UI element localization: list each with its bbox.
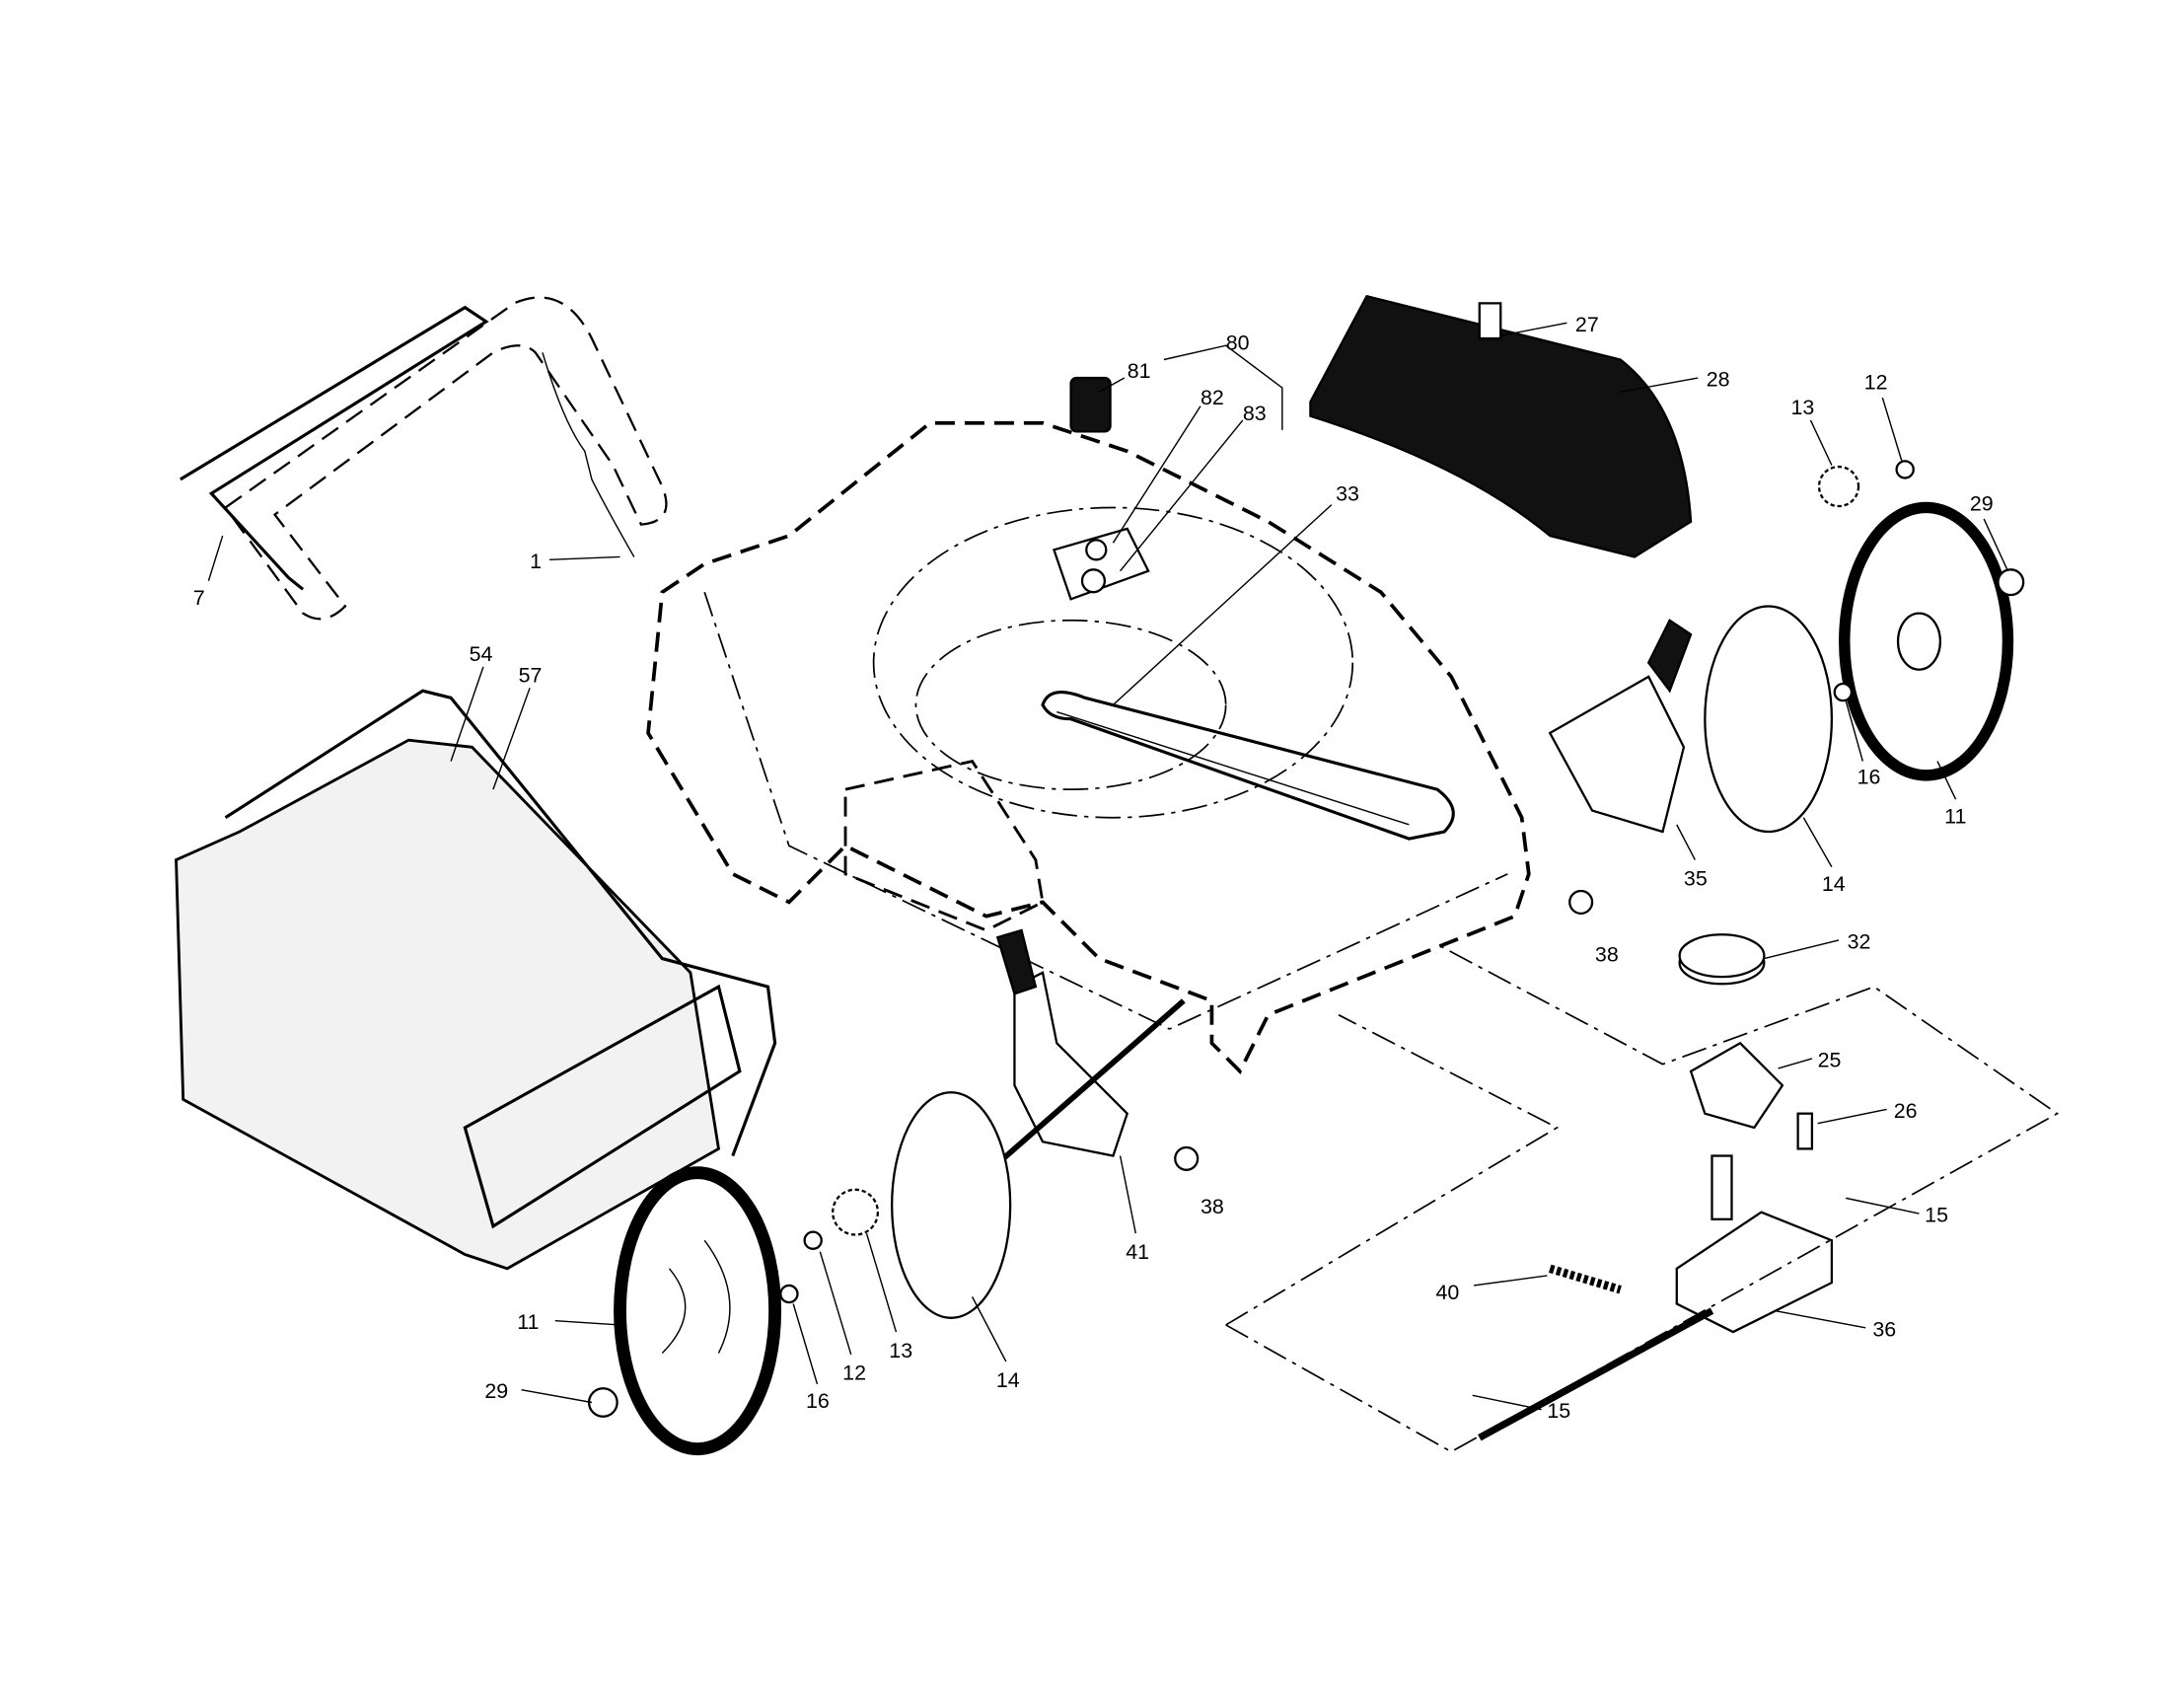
label-27: 27 — [1575, 313, 1599, 336]
bail-handle-part-7 — [180, 305, 489, 591]
label-13: 13 — [889, 1339, 912, 1362]
wheel-cover-part-14-right — [1704, 605, 1834, 834]
mower-deck — [646, 420, 1531, 1074]
grass-bag-part-54 — [175, 738, 721, 1271]
bracket-part-83 — [1052, 527, 1150, 601]
label-54: 54 — [470, 642, 493, 666]
label-15: 15 — [1547, 1399, 1570, 1423]
label-36: 36 — [1872, 1317, 1896, 1341]
nut-part-29-left — [587, 1387, 619, 1418]
label-16: 16 — [806, 1389, 830, 1413]
knob-part-81 — [1069, 376, 1112, 433]
label-29: 29 — [484, 1379, 508, 1403]
label-16: 16 — [1857, 765, 1881, 788]
transmission-part-36 — [1675, 1211, 1834, 1334]
deflector-part-28 — [1309, 294, 1693, 558]
bolt-part-27 — [1478, 302, 1502, 340]
belt-part-33 — [1041, 691, 1455, 841]
label-7: 7 — [193, 586, 205, 610]
height-adjuster-part-41 — [1013, 971, 1129, 1157]
label-28: 28 — [1707, 368, 1730, 392]
bag-frame-part-57 — [224, 689, 777, 1157]
spring-part-40 — [1548, 1264, 1622, 1294]
label-38: 38 — [1201, 1195, 1224, 1218]
handle-assembly — [180, 296, 668, 621]
washer-part-12-right — [1895, 460, 1915, 479]
label-41: 41 — [1126, 1240, 1149, 1264]
label-26: 26 — [1894, 1099, 1918, 1123]
wheel-part-11-left — [614, 1166, 782, 1456]
label-29: 29 — [1970, 491, 1994, 515]
axle — [1478, 1307, 1714, 1441]
label-40: 40 — [1436, 1281, 1460, 1304]
label-33: 33 — [1336, 481, 1359, 505]
part-number-labels: 80 81 82 83 27 28 13 12 29 33 1 7 54 57 … — [193, 313, 1994, 1423]
bracket-part-25 — [1689, 1041, 1784, 1130]
gear-part-13-left — [832, 1188, 880, 1236]
label-80: 80 — [1226, 331, 1250, 354]
label-38: 38 — [1595, 942, 1619, 966]
height-adjuster-part-35 — [1548, 675, 1686, 834]
nut-part-29-right — [1997, 568, 2025, 597]
label-11: 11 — [517, 1310, 539, 1334]
label-83: 83 — [1243, 402, 1267, 425]
washer-part-12-left — [803, 1230, 823, 1250]
label-35: 35 — [1684, 866, 1708, 890]
label-12: 12 — [1864, 370, 1888, 394]
label-15: 15 — [1925, 1204, 1948, 1227]
leader-lines — [207, 322, 2009, 1411]
handle-tube-part-1 — [223, 296, 668, 621]
label-57: 57 — [519, 664, 543, 688]
bearing-part-82 — [1085, 539, 1108, 561]
label-14: 14 — [1822, 872, 1846, 896]
grass-bag-assembly — [175, 689, 777, 1271]
control-cable — [542, 352, 635, 557]
gear-part-13-right — [1817, 465, 1860, 508]
label-81: 81 — [1128, 359, 1151, 383]
label-12: 12 — [842, 1362, 866, 1385]
label-82: 82 — [1201, 386, 1224, 409]
label-14: 14 — [996, 1368, 1020, 1392]
bolt-part-26 — [1796, 1112, 1814, 1150]
label-25: 25 — [1818, 1049, 1842, 1072]
label-11: 11 — [1944, 804, 1966, 828]
label-13: 13 — [1790, 396, 1814, 419]
label-32: 32 — [1848, 930, 1871, 954]
nut-part-38-left — [1174, 1145, 1200, 1171]
wheel-cover-part-14-left — [891, 1091, 1012, 1319]
washer-part-16-left — [779, 1284, 799, 1304]
label-1: 1 — [530, 550, 542, 573]
washer-part-16-right — [1833, 682, 1854, 702]
nut-part-38-right — [1568, 889, 1594, 915]
